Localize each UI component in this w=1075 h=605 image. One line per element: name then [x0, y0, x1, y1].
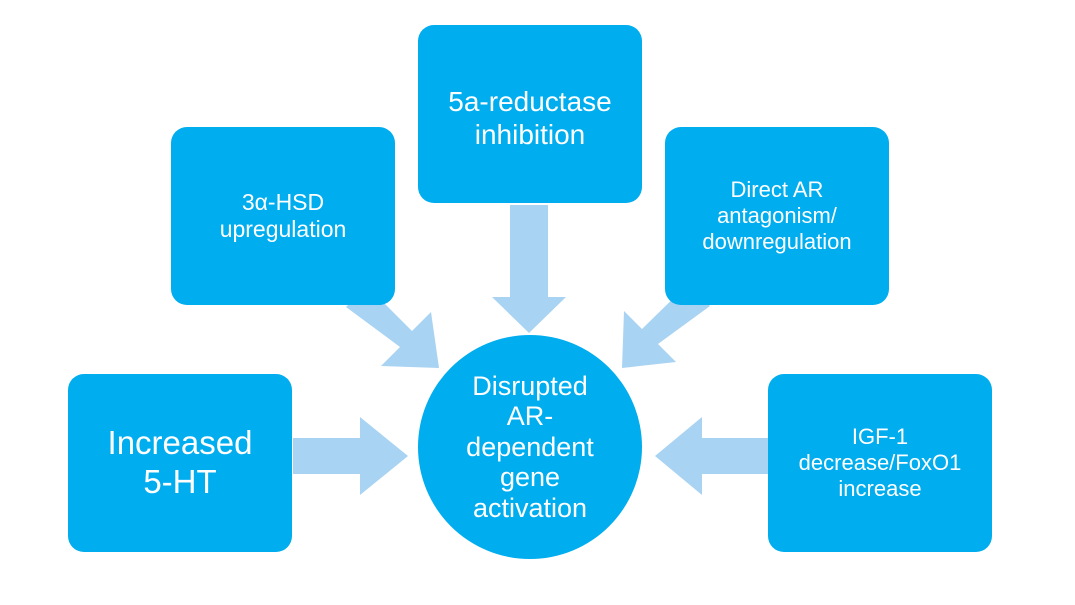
arrow-from-increased-5ht	[293, 417, 408, 495]
node-igf1: IGF-1 decrease/FoxO1 increase	[768, 374, 992, 552]
node-direct-ar-label: Direct AR antagonism/ downregulation	[702, 177, 852, 254]
node-increased-5ht-label: Increased 5-HT	[107, 424, 253, 500]
center-node: Disrupted AR- dependent gene activation	[418, 335, 642, 559]
node-direct-ar: Direct AR antagonism/ downregulation	[665, 127, 889, 305]
node-5a-reductase: 5a-reductase inhibition	[418, 25, 642, 203]
arrow-from-5a-reductase	[492, 205, 566, 333]
arrow-from-igf1	[655, 417, 768, 495]
node-5a-reductase-label: 5a-reductase inhibition	[448, 86, 612, 151]
node-igf1-label: IGF-1 decrease/FoxO1 increase	[798, 424, 962, 501]
node-3a-hsd-label: 3α-HSD upregulation	[219, 188, 347, 242]
node-increased-5ht: Increased 5-HT	[68, 374, 292, 552]
arrow-from-3a-hsd	[346, 286, 439, 368]
node-3a-hsd: 3α-HSD upregulation	[171, 127, 395, 305]
arrow-from-direct-ar	[622, 284, 710, 368]
center-node-label: Disrupted AR- dependent gene activation	[466, 370, 594, 523]
